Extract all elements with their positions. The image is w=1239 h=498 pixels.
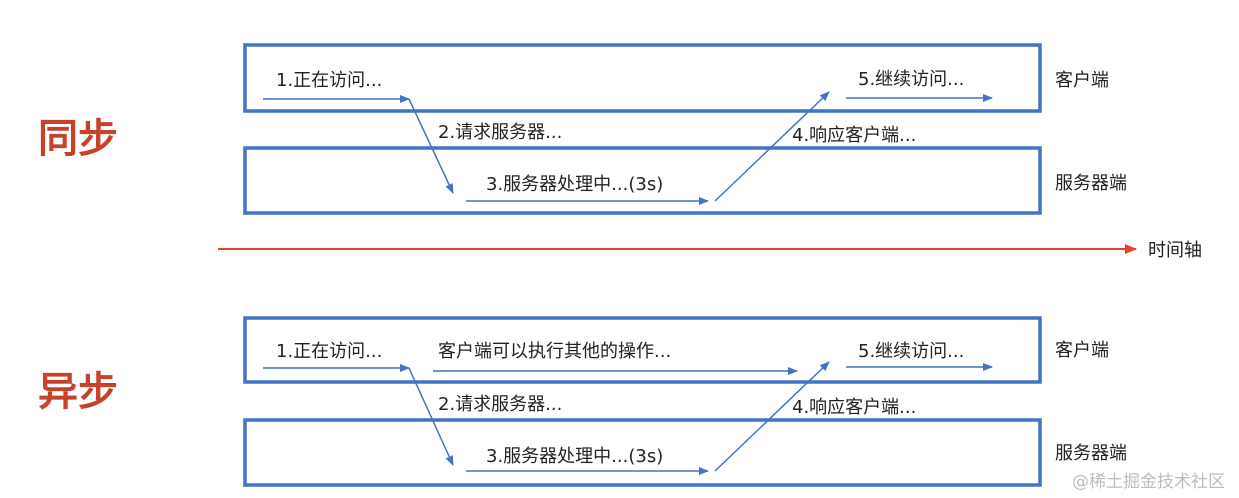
sync-server-lane	[243, 146, 1042, 215]
sync-client-lane	[243, 43, 1042, 113]
sync-step-2-label: 2.请求服务器...	[438, 122, 562, 143]
sync-step-5-label: 5.继续访问...	[858, 69, 964, 90]
timeline-label: 时间轴	[1148, 240, 1202, 261]
sync-step-4-label: 4.响应客户端...	[792, 125, 916, 146]
async-client-other-label: 客户端可以执行其他的操作...	[438, 341, 671, 362]
async-step-2-label: 2.请求服务器...	[438, 394, 562, 415]
async-client-lane	[243, 316, 1042, 384]
sync-step-3-label: 3.服务器处理中...(3s)	[486, 174, 663, 195]
async-step-1-label: 1.正在访问...	[276, 341, 382, 362]
async-step-2-arrow	[408, 367, 454, 466]
sync-title: 同步	[38, 116, 118, 162]
sync-step-4-arrow	[714, 91, 830, 202]
async-server-lane	[243, 418, 1042, 487]
async-step-5-label: 5.继续访问...	[858, 341, 964, 362]
async-server-label: 服务器端	[1055, 443, 1127, 464]
sync-step-1-label: 1.正在访问...	[276, 70, 382, 91]
sync-step-2-arrow	[408, 98, 454, 194]
async-title: 异步	[38, 369, 118, 415]
async-step-4-arrow	[714, 361, 830, 472]
sync-client-label: 客户端	[1055, 70, 1109, 91]
async-step-3-label: 3.服务器处理中...(3s)	[486, 446, 663, 467]
watermark: @稀土掘金技术社区	[1072, 472, 1225, 492]
async-client-label: 客户端	[1055, 340, 1109, 361]
async-step-4-label: 4.响应客户端...	[792, 397, 916, 418]
sync-server-label: 服务器端	[1055, 173, 1127, 194]
